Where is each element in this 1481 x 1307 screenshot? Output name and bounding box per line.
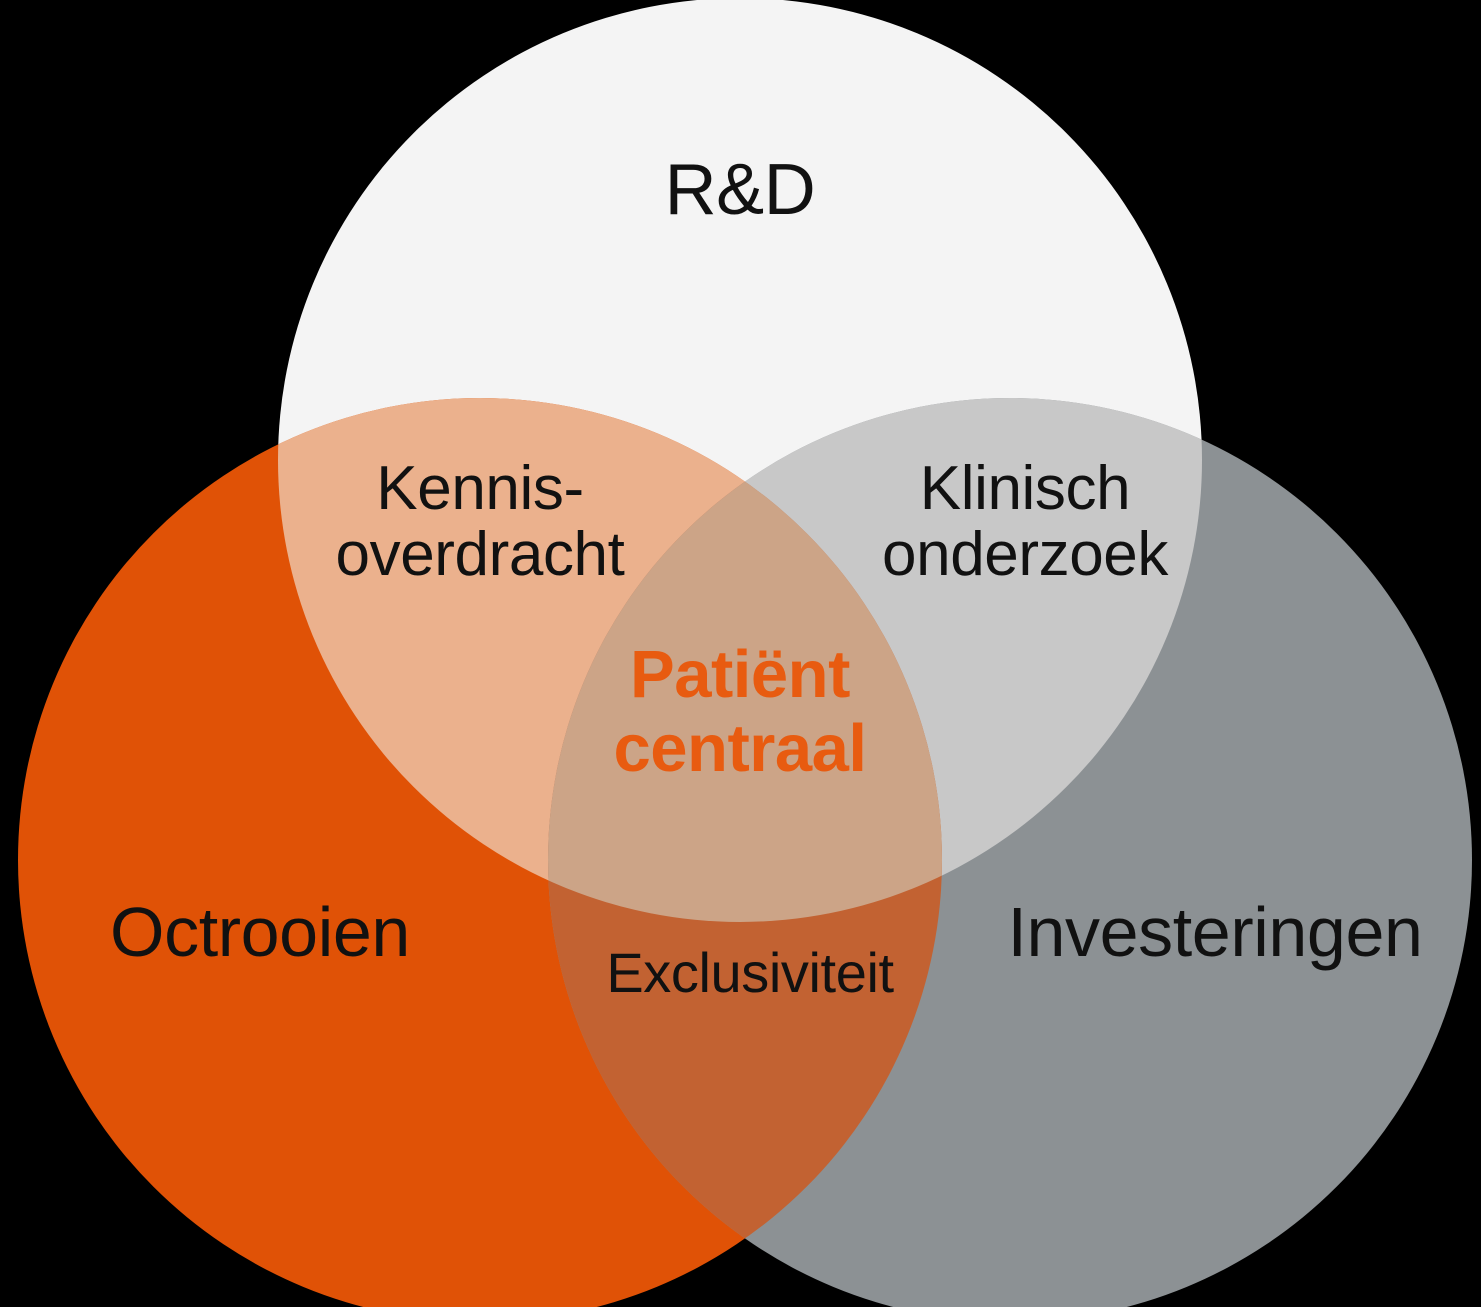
label-investeringen: Investeringen [1007, 893, 1423, 971]
label-patient-centraal: Patiënt centraal [613, 637, 867, 786]
label-rd: R&D [664, 150, 816, 230]
label-kennis-overdracht: Kennis- overdracht [335, 454, 625, 589]
label-octrooien: Octrooien [110, 893, 410, 971]
label-exclusiviteit: Exclusiviteit [606, 941, 894, 1004]
label-klinisch-onderzoek: Klinisch onderzoek [882, 454, 1168, 589]
intersection-center [548, 398, 942, 922]
